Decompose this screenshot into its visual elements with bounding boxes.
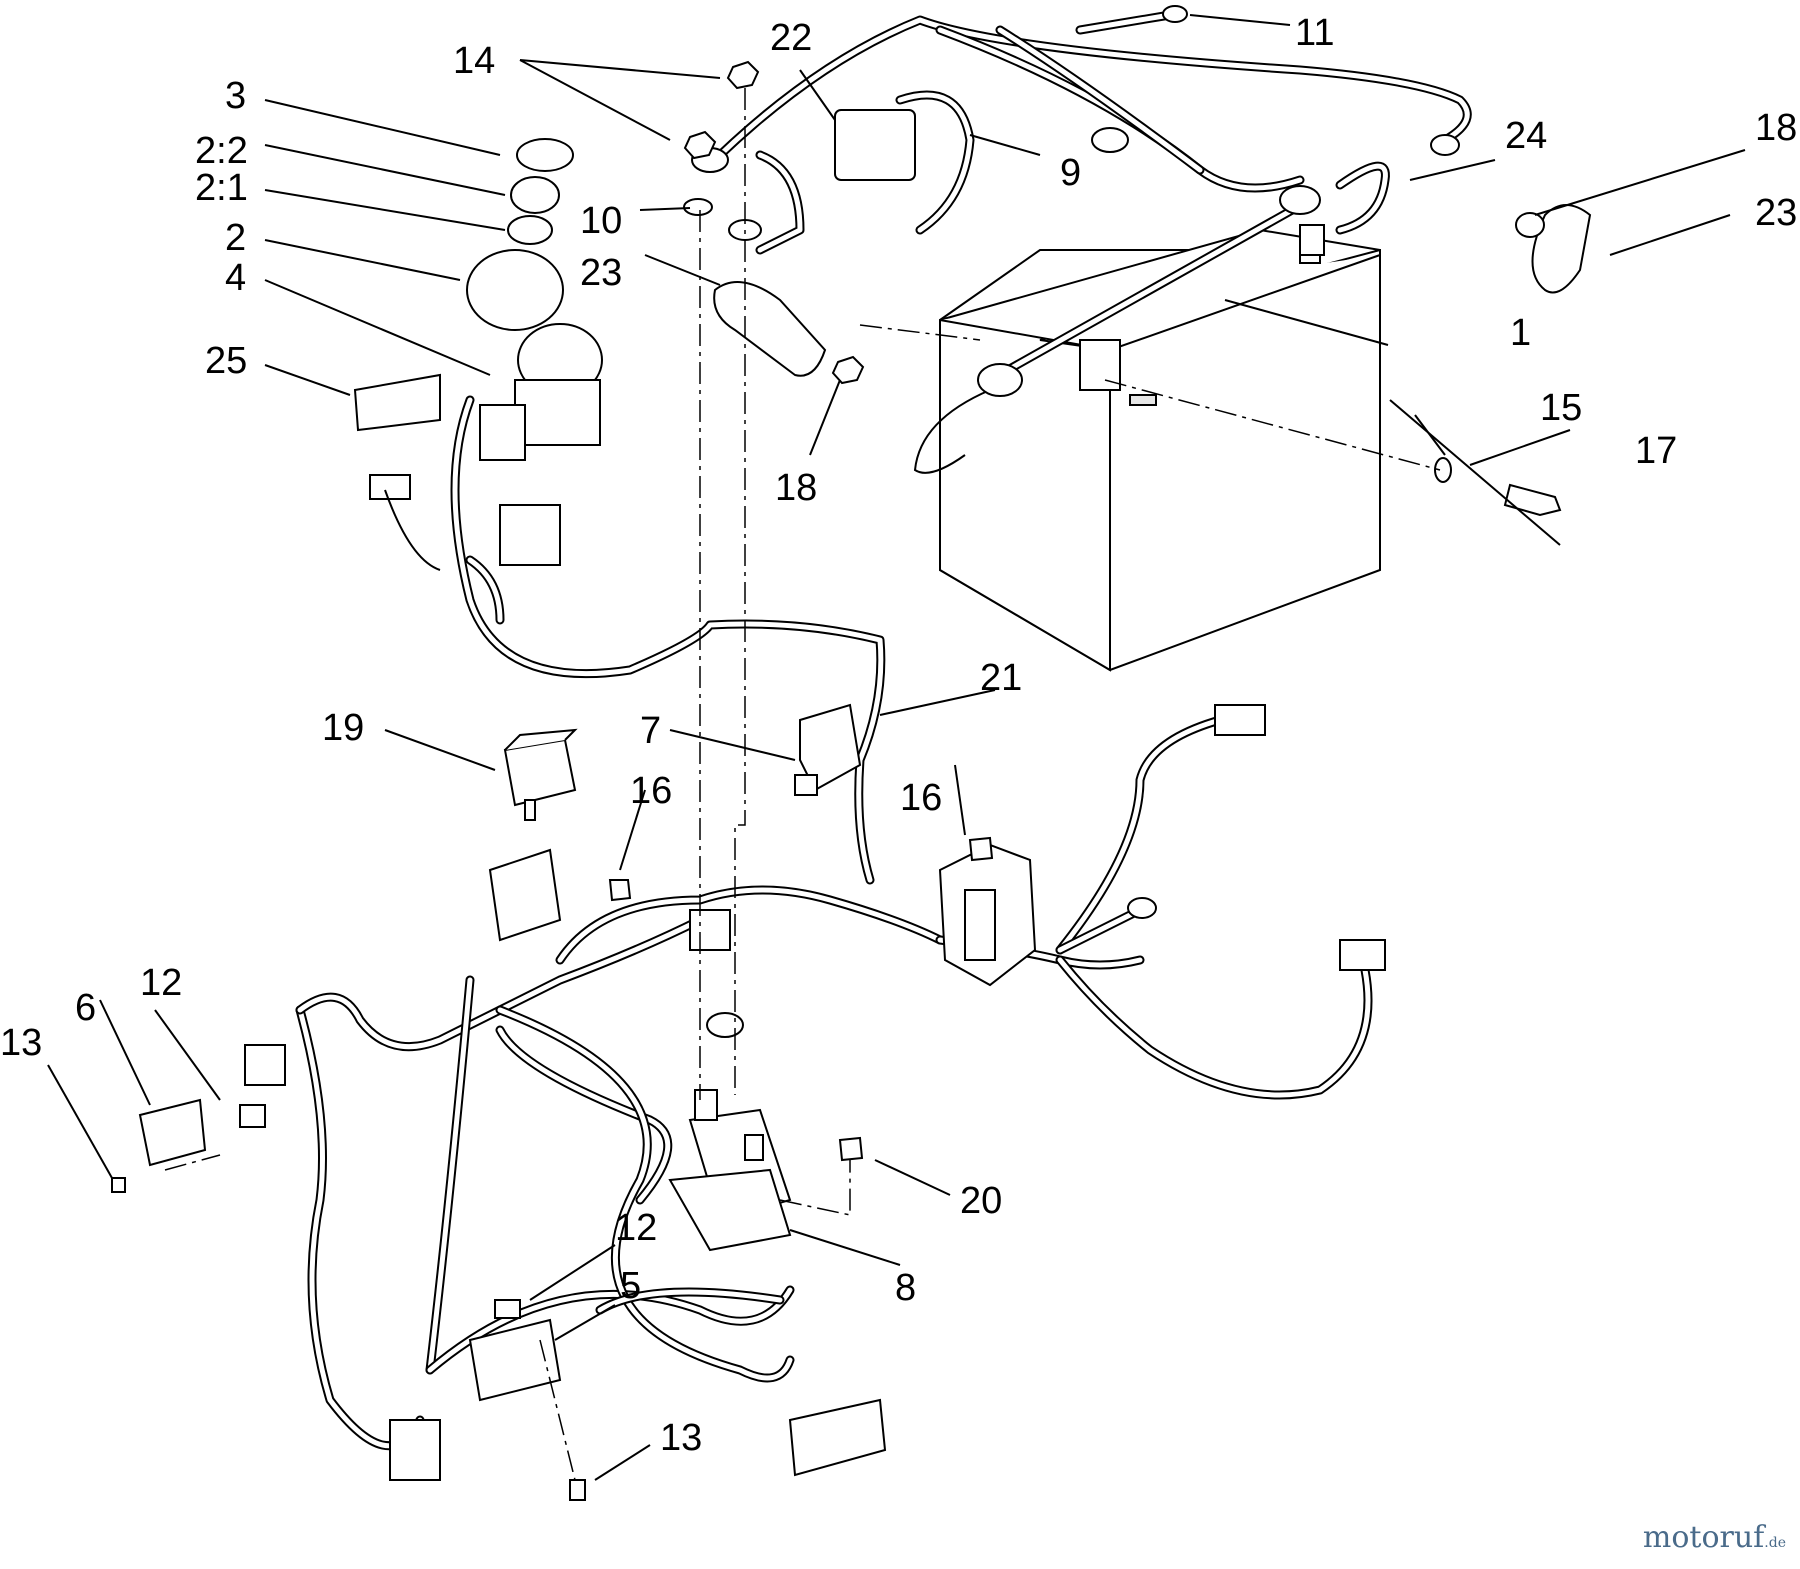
battery-hold-down-rod [913, 185, 1325, 474]
battery-cable [691, 5, 1472, 255]
seat-switch[interactable] [794, 703, 862, 796]
cable-boot [834, 109, 916, 181]
fuse-block[interactable] [488, 843, 1037, 987]
watermark-tld: .de [1764, 1535, 1786, 1551]
callout-13b: 13 [660, 1417, 702, 1459]
callout-labels: 1 2 2:1 2:2 3 4 5 6 7 8 9 10 11 12 12 13… [0, 12, 1797, 1459]
callout-5: 5 [620, 1265, 641, 1307]
centre-line [164, 88, 1441, 1481]
connector [244, 704, 1386, 1481]
callout-25: 25 [205, 340, 247, 382]
callout-4: 4 [225, 257, 246, 299]
callout-23b: 23 [1755, 192, 1797, 234]
callout-16a: 16 [630, 770, 672, 812]
callout-7: 7 [640, 710, 661, 752]
callout-15: 15 [1540, 387, 1582, 429]
watermark-logo: motoruf.de [1643, 1520, 1786, 1555]
callout-24: 24 [1505, 115, 1547, 157]
callout-12b: 12 [615, 1207, 657, 1249]
callout-13a: 13 [0, 1022, 42, 1064]
callout-2-1: 2:1 [195, 167, 248, 209]
leader-lines [47, 14, 1746, 1481]
ring-terminal [706, 897, 1157, 1038]
callout-12a: 12 [140, 962, 182, 1004]
callout-19: 19 [322, 707, 364, 749]
ignition-switch[interactable] [353, 138, 603, 566]
callout-2-2: 2:2 [195, 130, 248, 172]
callout-18a: 18 [775, 467, 817, 509]
callout-9: 9 [1060, 152, 1081, 194]
start-solenoid[interactable] [668, 1089, 792, 1252]
nut [683, 60, 1545, 385]
callout-2: 2 [225, 217, 246, 259]
washer [683, 198, 1452, 483]
callout-17: 17 [1635, 430, 1677, 472]
callout-6: 6 [75, 987, 96, 1029]
callout-20: 20 [960, 1180, 1002, 1222]
relay[interactable] [503, 728, 578, 821]
battery[interactable] [939, 228, 1381, 672]
interlock-switch[interactable] [138, 1098, 887, 1477]
callout-14: 14 [453, 40, 495, 82]
callout-10: 10 [580, 200, 622, 242]
screw [111, 836, 994, 1501]
callout-11: 11 [1295, 12, 1334, 54]
callout-21: 21 [980, 657, 1022, 699]
callout-1: 1 [1510, 312, 1531, 354]
terminal-cover [713, 204, 1592, 377]
bolt [1503, 483, 1562, 517]
callout-18b: 18 [1755, 107, 1797, 149]
callout-23a: 23 [580, 252, 622, 294]
callout-3: 3 [225, 75, 246, 117]
callout-8: 8 [895, 1267, 916, 1309]
watermark-name: motoruf [1642, 1520, 1765, 1555]
callout-16b: 16 [900, 777, 942, 819]
callout-22: 22 [770, 17, 812, 59]
